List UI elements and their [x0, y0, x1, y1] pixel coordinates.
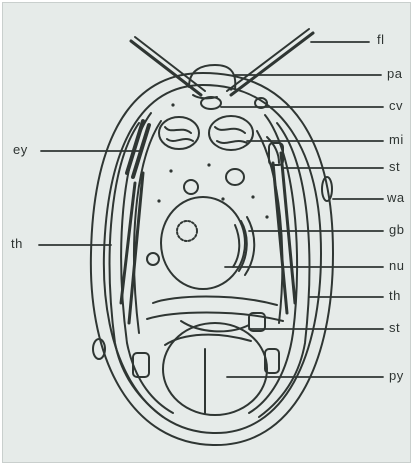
label-ey: ey [13, 143, 28, 157]
label-py: py [389, 369, 404, 383]
label-cv: cv [389, 99, 403, 113]
label-wa: wa [387, 191, 405, 205]
label-mi: mi [389, 133, 404, 147]
flagellum-left [131, 41, 201, 95]
label-fl: fl [377, 33, 385, 47]
label-th-right: th [389, 289, 401, 303]
label-st-top: st [389, 160, 400, 174]
label-pa: pa [387, 67, 402, 81]
flagellum-right [231, 33, 313, 95]
nucleolus [177, 221, 197, 241]
label-gb: gb [389, 223, 404, 237]
label-st-bottom: st [389, 321, 400, 335]
cell-drawing [3, 3, 412, 464]
label-nu: nu [389, 259, 404, 273]
mitochondrion-right [209, 116, 253, 150]
mitochondrion-left [159, 117, 199, 149]
pyrenoid [163, 323, 267, 415]
label-th-left: th [11, 237, 23, 251]
nucleus [161, 197, 245, 289]
